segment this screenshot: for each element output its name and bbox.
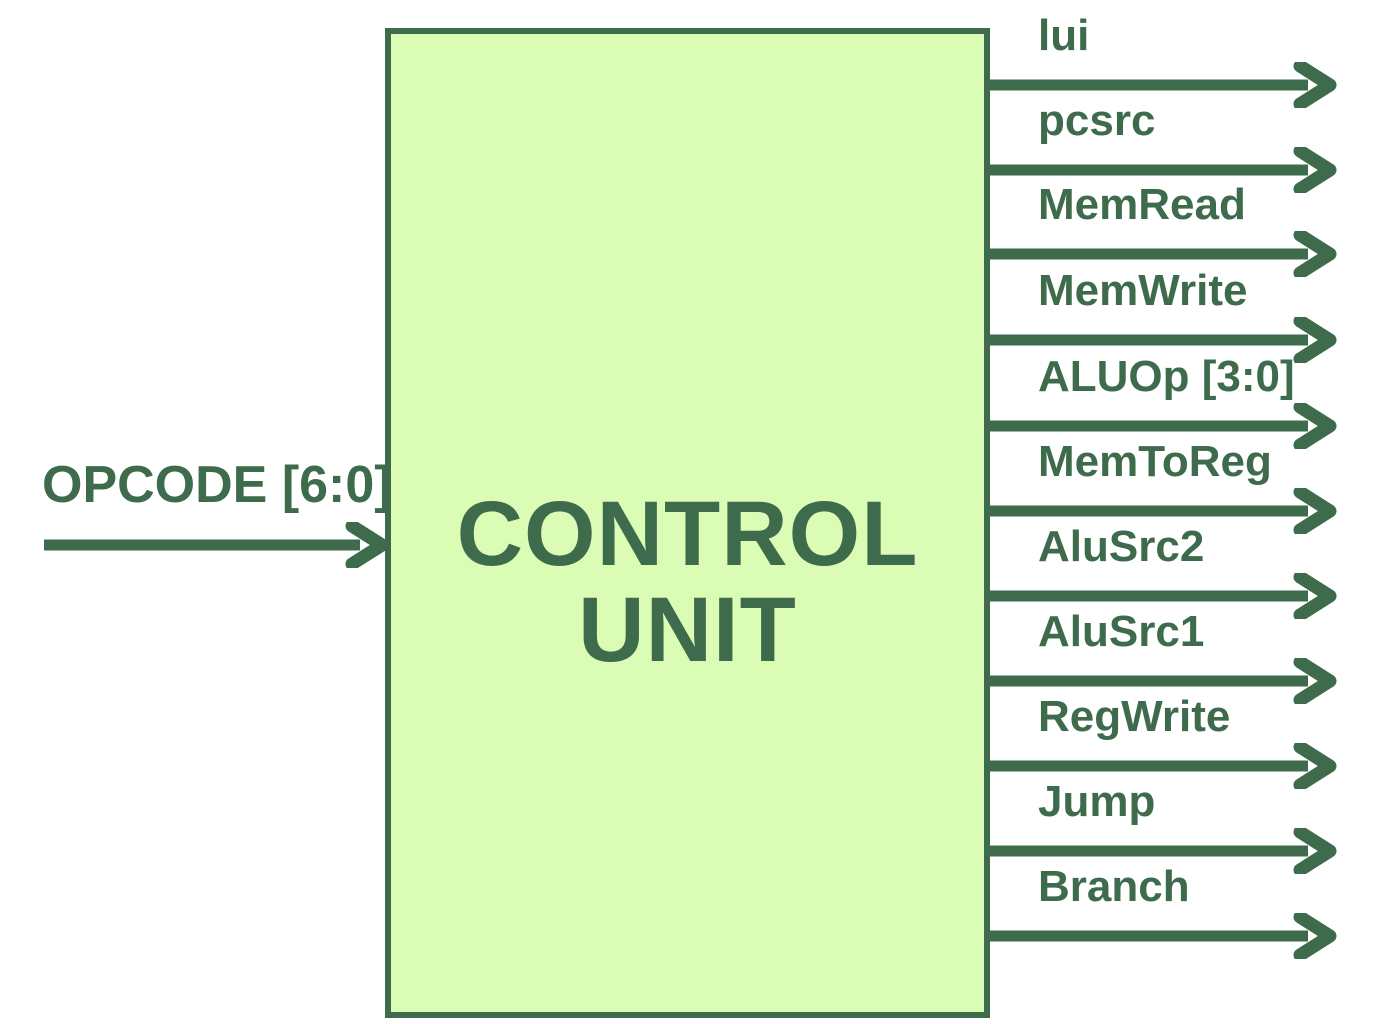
arrow-right-icon (990, 658, 1337, 704)
output-signal-label: Jump (1038, 777, 1156, 826)
arrow-right-icon (990, 231, 1337, 277)
arrow-right-icon (990, 913, 1337, 959)
output-signal-pcsrc: pcsrc (990, 95, 1338, 193)
arrow-right-icon (990, 488, 1337, 534)
arrow-right-icon (990, 828, 1337, 874)
arrow-right-icon (990, 317, 1337, 363)
output-signal-jump: Jump (990, 776, 1338, 874)
output-signal-label: MemWrite (1038, 266, 1248, 315)
output-signal-regwrite: RegWrite (990, 691, 1338, 789)
output-signal-memtoreg: MemToReg (990, 436, 1338, 534)
control-unit-title-line2: UNIT (578, 579, 797, 681)
output-signal-label: ALUOp [3:0] (1038, 352, 1295, 401)
arrow-right-icon (44, 522, 389, 568)
output-signal-label: AluSrc2 (1038, 522, 1205, 571)
control-unit-title: CONTROL UNIT (391, 486, 984, 678)
output-signal-label: MemRead (1038, 180, 1246, 229)
arrow-right-icon (990, 147, 1337, 193)
output-signal-lui: lui (990, 10, 1338, 108)
arrow-right-icon (990, 403, 1337, 449)
control-unit-title-line1: CONTROL (456, 483, 919, 585)
output-signal-label: Branch (1038, 862, 1190, 911)
output-signal-label: pcsrc (1038, 96, 1156, 145)
arrow-right-icon (990, 573, 1337, 619)
output-signal-label: AluSrc1 (1038, 607, 1205, 656)
control-unit-box: CONTROL UNIT (385, 28, 990, 1018)
output-signal-aluop: ALUOp [3:0] (990, 351, 1338, 449)
output-signal-branch: Branch (990, 861, 1338, 959)
output-signal-alusrc1: AluSrc1 (990, 606, 1338, 704)
output-signal-memwrite: MemWrite (990, 265, 1338, 363)
output-signal-alusrc2: AluSrc2 (990, 521, 1338, 619)
output-signal-label: lui (1038, 11, 1090, 60)
input-signal-opcode: OPCODE [6:0] (42, 455, 392, 568)
input-signal-label: OPCODE [6:0] (42, 456, 392, 514)
arrow-right-icon (990, 743, 1337, 789)
output-signal-memread: MemRead (990, 179, 1338, 277)
arrow-right-icon (990, 62, 1337, 108)
output-signal-label: MemToReg (1038, 437, 1272, 486)
output-signal-label: RegWrite (1038, 692, 1231, 741)
